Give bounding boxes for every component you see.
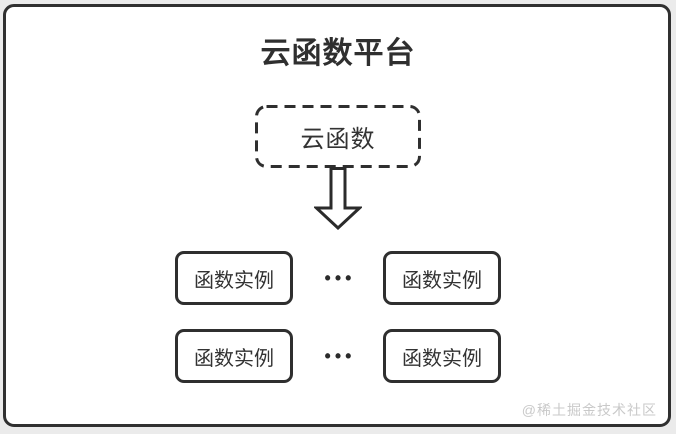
- function-instance-box-1: 函数实例: [175, 251, 293, 305]
- diagram-title: 云函数平台: [260, 37, 416, 70]
- watermark: @稀土掘金技术社区: [521, 402, 657, 418]
- function-instance-box-2: 函数实例: [383, 251, 501, 305]
- cloud-function-box: 云函数: [255, 105, 421, 168]
- ellipsis-row-2: •••: [324, 345, 356, 366]
- function-instance-box-3: 函数实例: [175, 329, 293, 383]
- ellipsis-row-1: •••: [324, 267, 356, 288]
- arrow-down-icon: [314, 167, 362, 230]
- function-instance-box-4: 函数实例: [383, 329, 501, 383]
- cloud-function-label: 云函数: [300, 126, 376, 153]
